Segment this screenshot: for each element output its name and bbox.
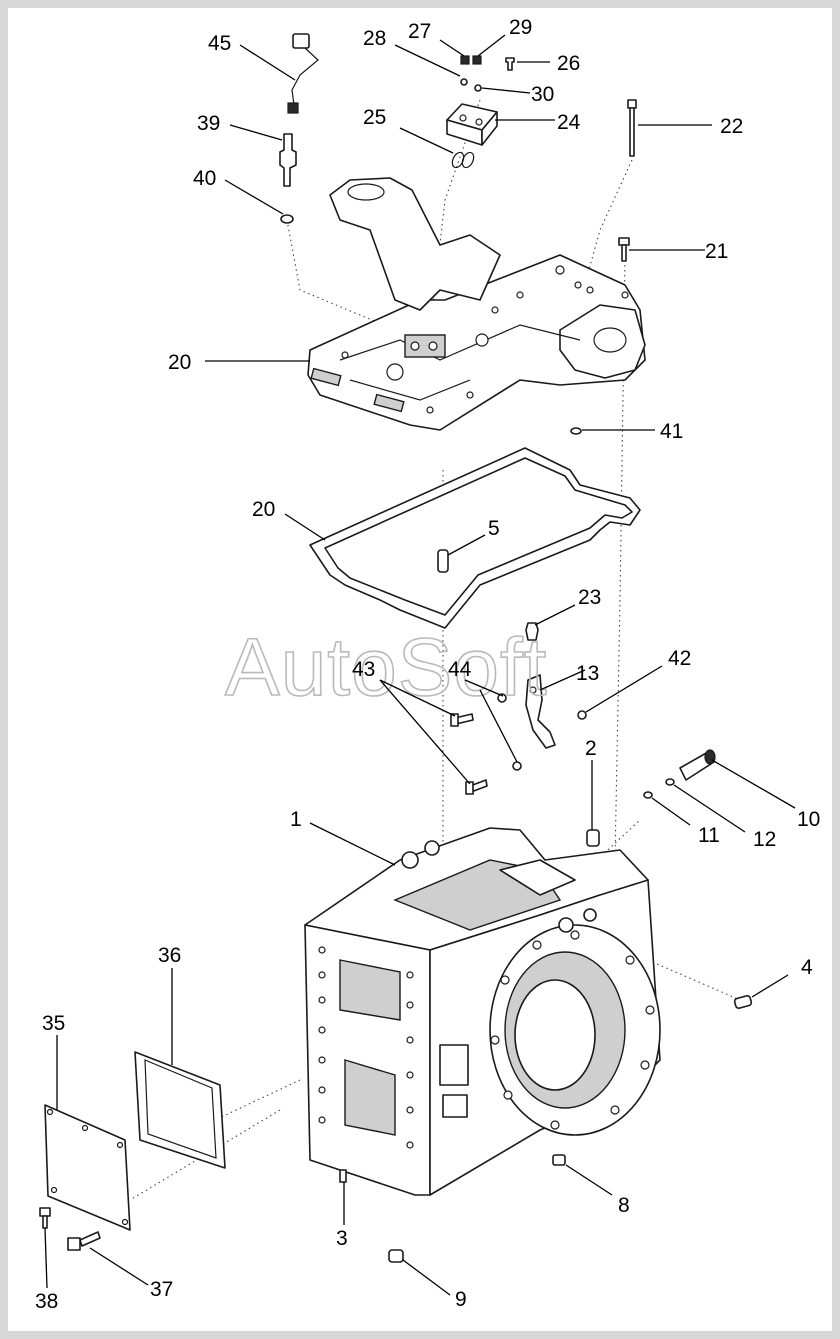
callout-38: 38 [35,1290,58,1313]
callout-31: 30 [531,83,554,106]
callout-40: 40 [193,167,216,190]
part-42-o-ring [577,710,587,720]
callout-labels: 45 39 40 28 27 29 26 30 24 25 22 21 20 4… [35,16,820,1313]
callout-25: 24 [557,111,581,134]
callout-3: 3 [336,1227,348,1250]
part-20-cover-housing [307,177,646,431]
part-4-pin [733,994,753,1010]
part-1-transmission-housing [304,827,661,1196]
part-26-seal [451,151,475,169]
callout-26: 25 [363,106,386,129]
callout-5: 5 [488,517,500,540]
part-25-cover-plate [446,103,498,146]
part-24-fitting [525,622,539,641]
callout-24: 23 [578,586,601,609]
part-10-valve [679,749,716,781]
callout-30: 29 [509,16,532,39]
part-13-bracket [525,674,556,749]
part-11-o-ring [643,791,653,799]
callout-37: 37 [150,1278,173,1301]
callout-42: 42 [668,647,691,670]
part-5-dowel [437,549,449,573]
part-2-pin [586,829,600,847]
callout-8: 8 [618,1194,630,1217]
part-28-30-plugs [460,55,515,92]
part-35-cover-plate [44,1104,131,1231]
callout-20: 20 [168,351,191,374]
part-45-sensor-harness [287,33,319,114]
part-40-o-ring [280,214,294,224]
part-21-gasket [309,447,641,629]
watermark: AutoSoft [225,622,548,713]
part-3-pin [339,1169,347,1183]
part-23-long-bolt [627,99,637,157]
callout-21: 20 [252,498,275,521]
part-12-washer [665,778,675,786]
callout-10: 10 [797,808,820,831]
part-44-nut [512,761,522,771]
callout-36: 36 [158,944,181,967]
callout-12: 12 [753,828,776,851]
part-9-plug [388,1249,404,1263]
leader-lines [44,34,796,1296]
callout-11: 11 [698,824,720,847]
callout-1: 1 [290,808,302,831]
part-41-o-ring [570,427,582,435]
part-38-screw [39,1207,51,1229]
callout-27: 26 [557,52,580,75]
callout-9: 9 [455,1288,467,1311]
callout-2: 2 [585,737,597,760]
callout-39: 39 [197,112,220,135]
callout-44: 44 [448,658,472,681]
callout-4: 4 [801,956,813,979]
part-44-washer [497,693,507,703]
callout-29: 28 [363,27,386,50]
part-36-gasket [134,1051,226,1169]
part-8-plug [552,1154,566,1166]
callout-35: 35 [42,1012,65,1035]
callout-45: 45 [208,32,231,55]
callout-13: 13 [576,662,599,685]
callout-28: 27 [408,20,431,43]
callout-23: 22 [720,115,743,138]
part-43-screws [450,713,488,795]
callout-43: 43 [352,658,375,681]
callout-41: 41 [660,420,683,443]
part-39-sensor [279,133,297,187]
callout-22: 21 [705,240,728,263]
part-22-bolt [618,237,630,262]
part-37-bolt [67,1231,101,1251]
